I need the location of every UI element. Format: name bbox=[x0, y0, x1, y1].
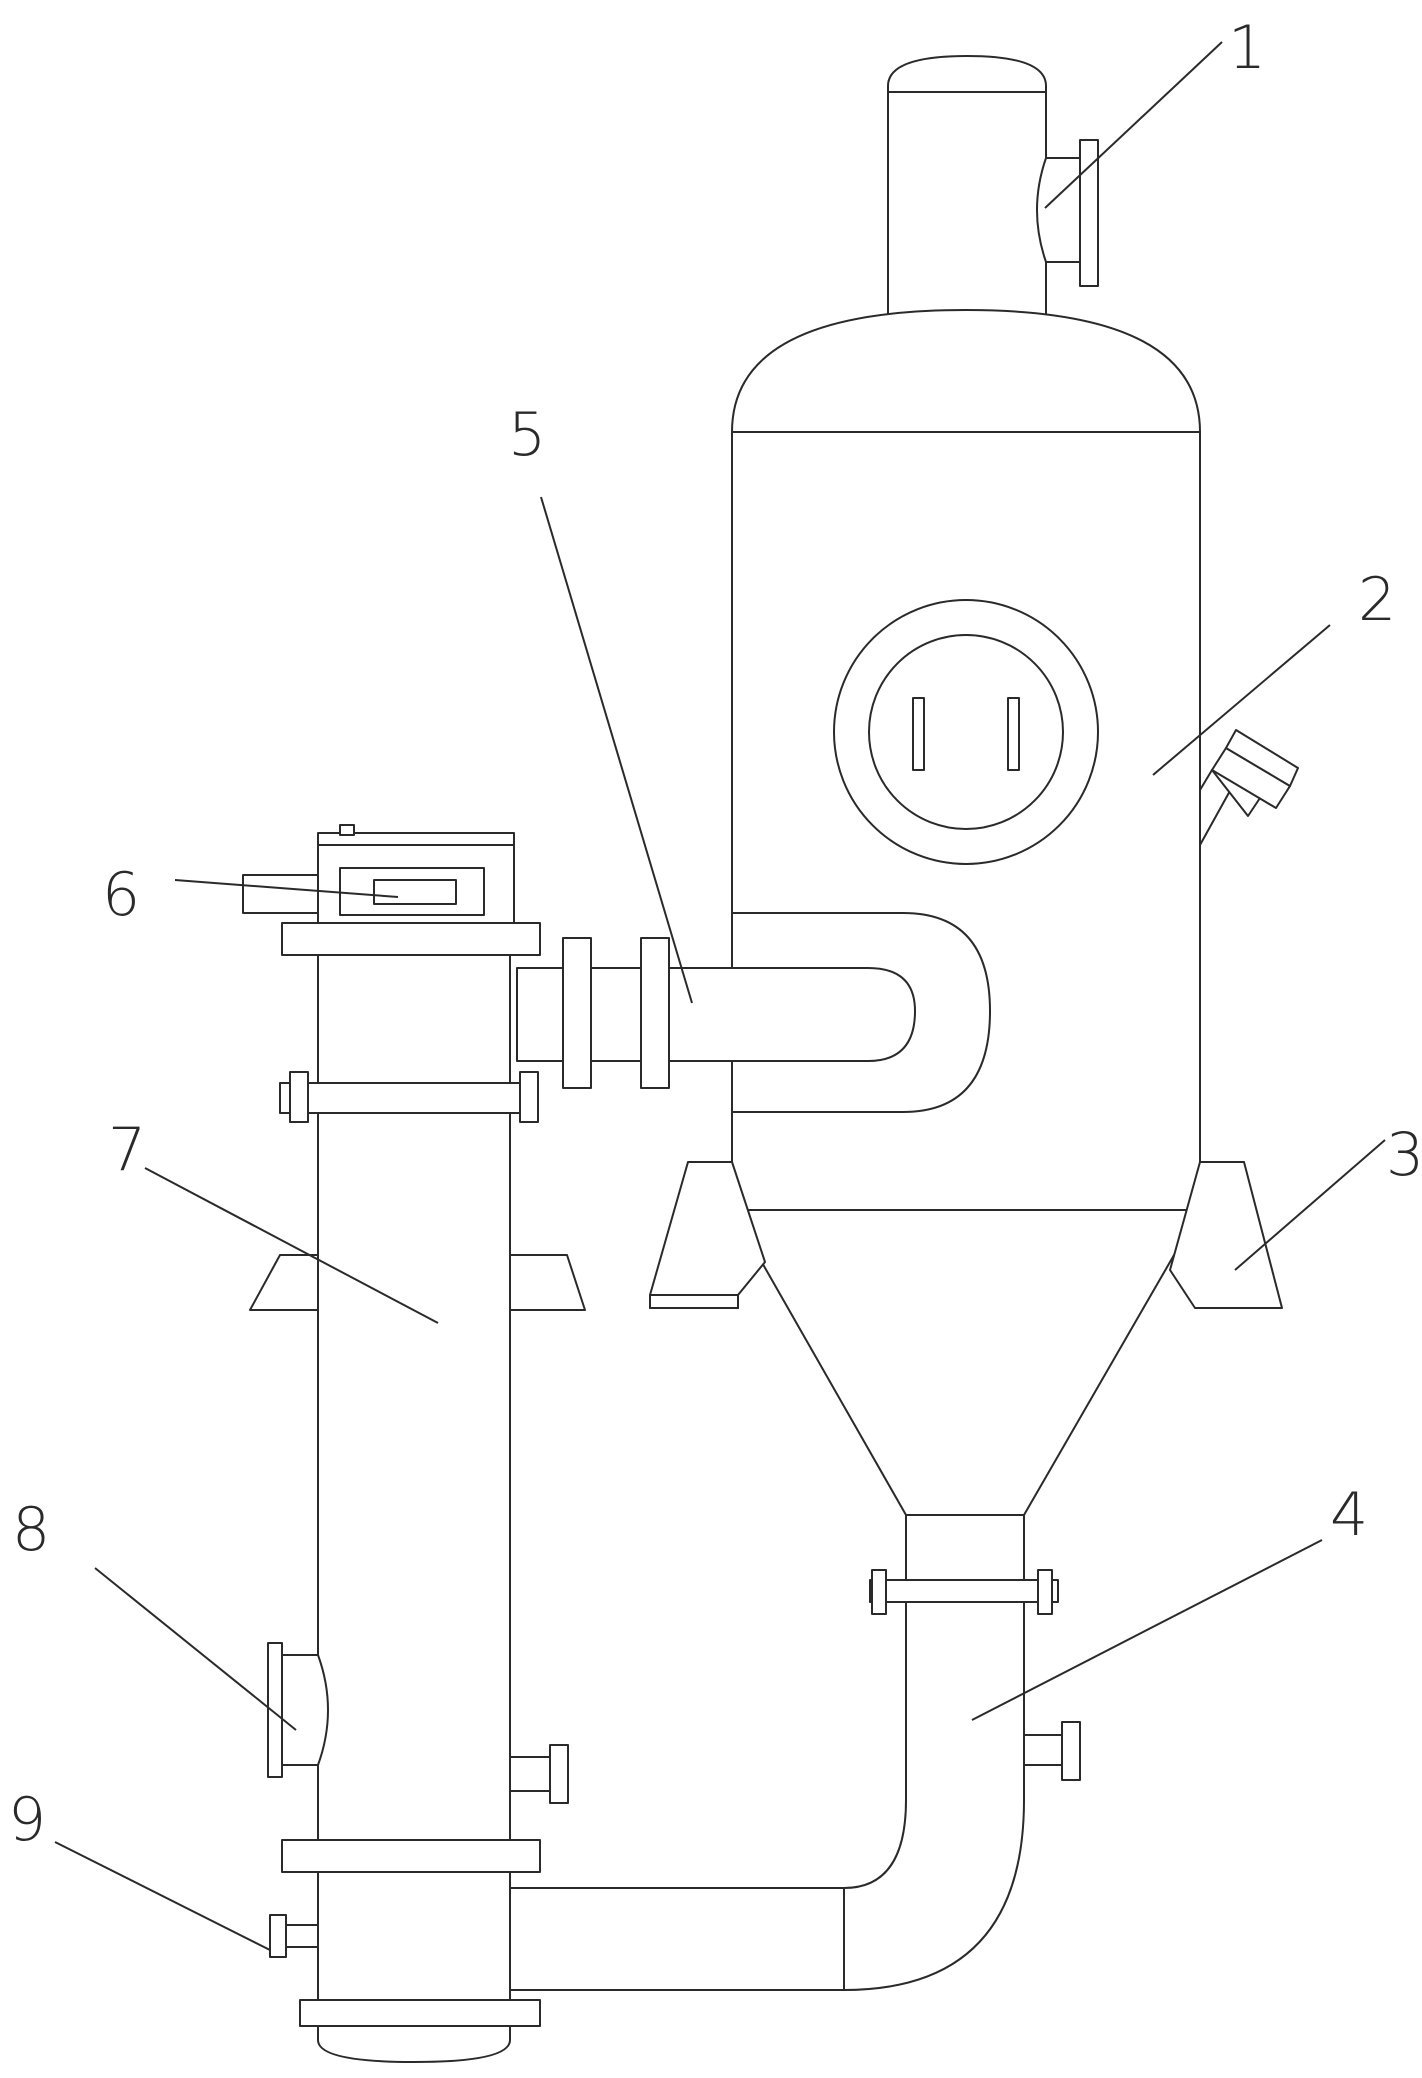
label-1: 1 bbox=[1228, 13, 1266, 83]
support-legs bbox=[649, 1161, 1283, 1309]
upper-clamp-ring bbox=[279, 1082, 539, 1114]
pipe-clamp-band bbox=[869, 1579, 1059, 1603]
leader-lines bbox=[54, 41, 1386, 1951]
label-4: 4 bbox=[1330, 1480, 1368, 1550]
return-pipe bbox=[509, 1514, 1081, 1991]
manhole-handle-right bbox=[1007, 697, 1020, 771]
label-9: 9 bbox=[8, 1785, 46, 1855]
label-6: 6 bbox=[102, 860, 140, 930]
label-3: 3 bbox=[1386, 1120, 1422, 1190]
sight-window-glass bbox=[373, 879, 457, 905]
manhole-handle-left bbox=[912, 697, 925, 771]
label-7: 7 bbox=[108, 1115, 146, 1185]
manhole-cover bbox=[868, 634, 1064, 830]
part-number-labels: 1 2 3 4 5 6 7 8 9 bbox=[8, 13, 1422, 1855]
pipe-flange-right bbox=[640, 937, 670, 1089]
u-bend-inlet-pipe bbox=[516, 912, 991, 1113]
label-5: 5 bbox=[508, 400, 546, 470]
condenser-column bbox=[242, 824, 586, 2063]
label-2: 2 bbox=[1358, 565, 1396, 635]
pipe-flange-left bbox=[562, 937, 592, 1089]
label-8: 8 bbox=[12, 1495, 50, 1565]
